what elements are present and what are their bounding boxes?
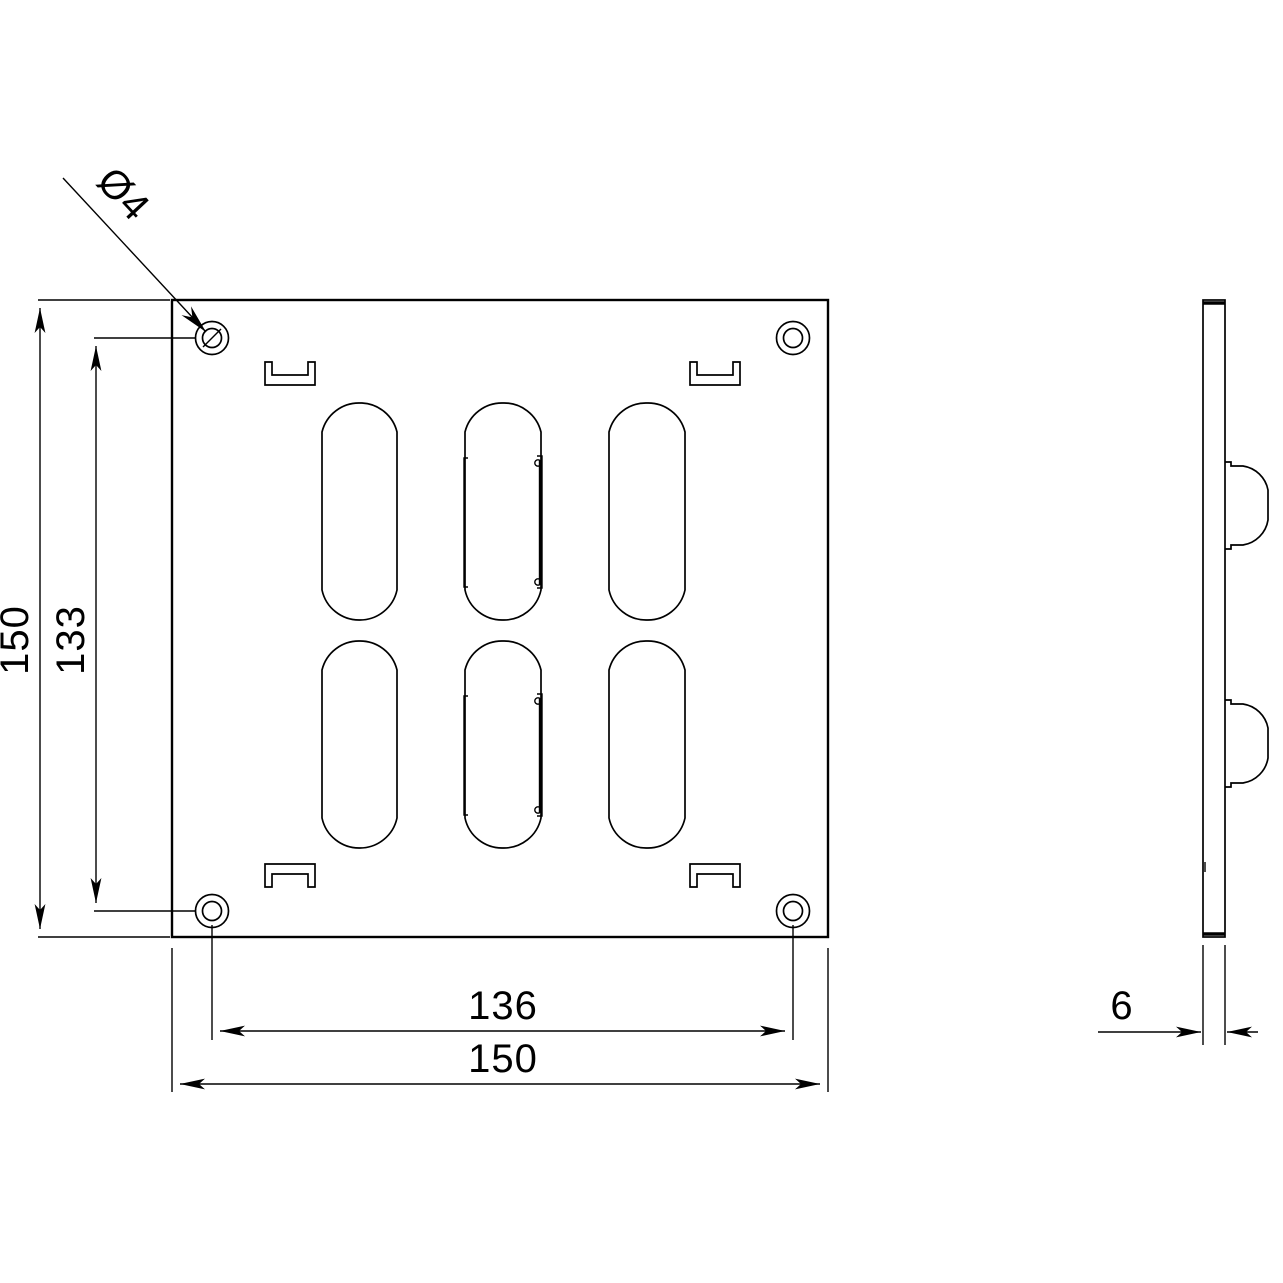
dim-133-vertical: 133: [49, 337, 196, 912]
corner-hole-top-right: [775, 320, 811, 356]
slot-top-center: [463, 402, 543, 621]
corner-hole-bottom-left: [194, 893, 230, 929]
tab-bottom-left: [264, 863, 316, 888]
tab-top-left: [264, 361, 316, 386]
tab-bottom-right: [689, 863, 741, 888]
slot-bottom-right: [608, 640, 686, 849]
slot-bottom-center: [463, 640, 543, 849]
front-view: [170, 298, 830, 939]
side-bump-upper: [1225, 461, 1269, 550]
dim-150-vertical-label: 150: [0, 605, 37, 675]
tab-top-right: [689, 361, 741, 386]
diameter-callout-leader: [62, 177, 207, 333]
dim-150-vertical: 150: [0, 299, 170, 938]
dim-6-thickness-label: 6: [1110, 984, 1133, 1028]
dim-133-vertical-label: 133: [49, 605, 93, 675]
slot-top-right: [608, 402, 686, 621]
corner-hole-bottom-right: [775, 893, 811, 929]
side-view: [1202, 299, 1269, 938]
slot-bottom-left: [321, 640, 398, 849]
dim-136-horizontal-label: 136: [468, 984, 538, 1028]
side-bump-lower: [1225, 699, 1269, 788]
dim-150-horizontal: 150: [171, 948, 829, 1092]
dim-6-thickness: 6: [1098, 945, 1258, 1045]
dim-150-horizontal-label: 150: [468, 1037, 538, 1081]
dim-136-horizontal: 136: [211, 925, 794, 1040]
diameter-callout-label: Ø4: [88, 159, 158, 229]
plate-outline-side: [1202, 299, 1226, 938]
slot-top-left: [321, 402, 398, 621]
plate-outline-front: [170, 298, 830, 939]
